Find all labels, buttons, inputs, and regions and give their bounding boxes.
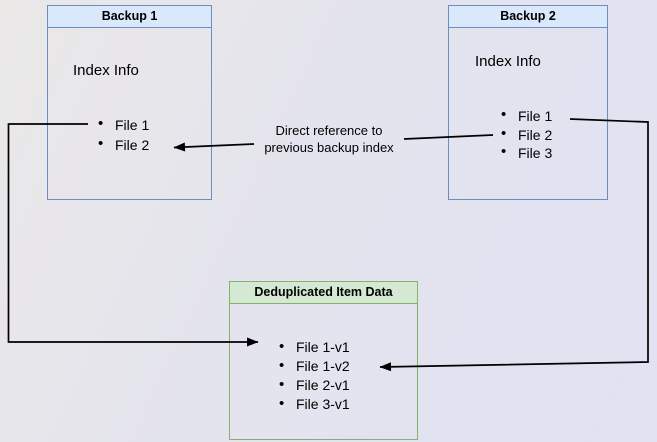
- dedup-file-list: File 1-v1File 1-v2File 2-v1File 3-v1: [279, 337, 350, 414]
- backup1-file-list: File 1File 2: [98, 114, 149, 155]
- list-item: File 1-v2: [279, 356, 350, 376]
- list-item: File 3-v1: [279, 394, 350, 414]
- backup2-index-info-label: Index Info: [475, 53, 541, 70]
- list-item: File 2: [98, 134, 149, 155]
- list-item: File 1: [501, 106, 552, 126]
- list-item: File 2-v1: [279, 375, 350, 395]
- direct-reference-edge-label: Direct reference to previous backup inde…: [243, 123, 415, 156]
- backup2-box: Backup 2 Index Info File 1File 2File 3: [448, 5, 608, 200]
- edge-label-line2: previous backup index: [264, 139, 394, 155]
- backup1-index-info-label: Index Info: [73, 62, 139, 79]
- backup2-title: Backup 2: [449, 6, 607, 28]
- backup1-box: Backup 1 Index Info File 1File 2: [47, 5, 212, 200]
- list-item: File 1: [98, 114, 149, 135]
- deduplicated-item-data-box: Deduplicated Item Data File 1-v1File 1-v…: [229, 281, 418, 440]
- backup2-file-list: File 1File 2File 3: [501, 106, 552, 163]
- list-item: File 2: [501, 125, 552, 145]
- deduplicated-item-data-title: Deduplicated Item Data: [230, 282, 417, 304]
- list-item: File 1-v1: [279, 337, 350, 357]
- edge-label-line1: Direct reference to: [275, 123, 383, 138]
- list-item: File 3: [501, 143, 552, 163]
- backup1-title: Backup 1: [48, 6, 211, 28]
